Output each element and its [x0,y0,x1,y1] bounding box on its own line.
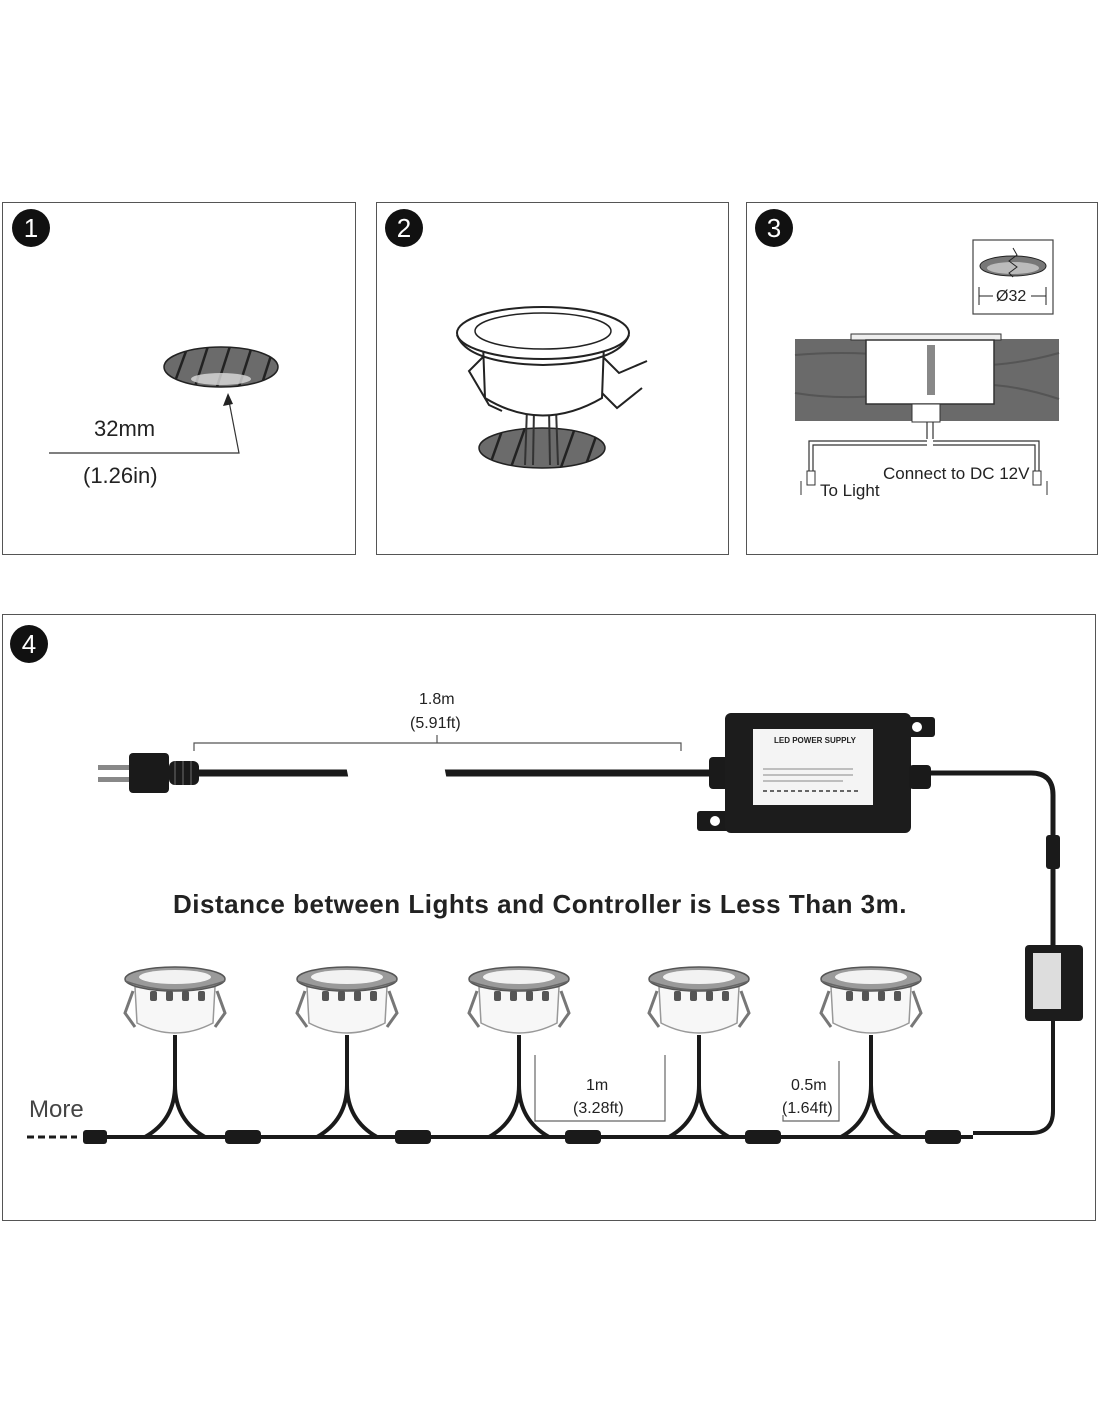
deck-light [647,966,751,1139]
step-1-panel: 1 32mm (1.26in) [2,202,356,555]
spacing-1m-ft-label: (3.28ft) [573,1100,624,1117]
deck-light [123,966,227,1139]
step-2-panel: 2 [376,202,729,555]
wood-install-illustration [794,239,1060,495]
power-supply-box [697,713,935,833]
deck-light [467,966,571,1139]
wiring-diagram [27,713,1083,1144]
spacing-1m-label: 1m [586,1077,609,1094]
drilled-hole-illustration [49,346,279,454]
deck-light [819,966,923,1139]
distance-headline: Distance between Lights and Controller i… [173,889,907,919]
step-2-badge: 2 [385,209,423,247]
step-3-badge: 3 [755,209,793,247]
cord-length-m: 1.8m [419,691,455,708]
hole-dimension-in: (1.26in) [83,463,158,488]
power-supply-title: LED POWER SUPPLY [774,736,856,745]
connect-dc-label: Connect to DC 12V [883,464,1030,483]
hole-dimension-mm: 32mm [94,416,156,441]
spacing-05m-label: 0.5m [791,1077,827,1094]
step-4-panel: 4 [2,614,1096,1221]
more-label: More [29,1096,84,1123]
insert-light-illustration [456,306,648,469]
step-4-badge: 4 [10,625,48,663]
step-1-badge: 1 [12,209,50,247]
led-controller [1025,945,1083,1021]
hole-diameter-label: Ø32 [996,288,1027,305]
to-light-label: To Light [820,481,880,500]
cord-length-ft: (5.91ft) [410,715,461,732]
step-3-panel: 3 Ø32 To Light Connect to DC 12V [746,202,1098,555]
deck-light [295,966,399,1139]
power-plug [98,753,199,793]
spacing-05m-ft-label: (1.64ft) [782,1100,833,1117]
